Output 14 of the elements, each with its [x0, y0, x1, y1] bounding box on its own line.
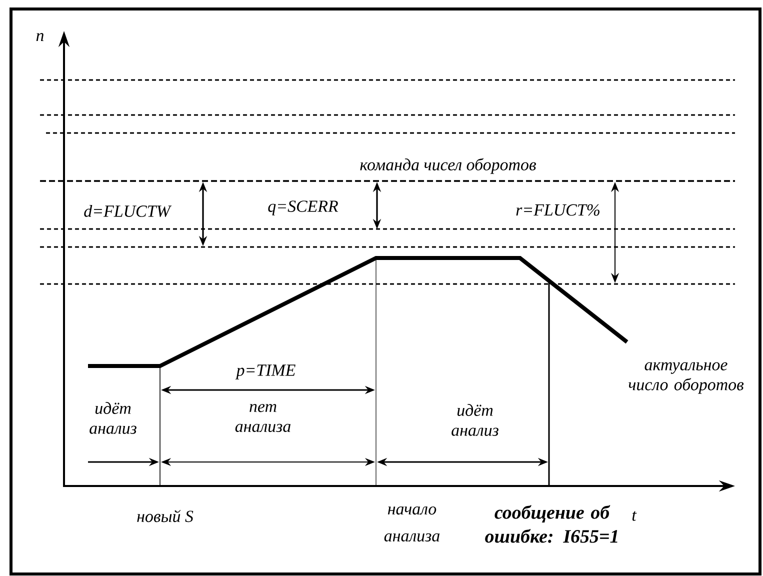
message: сообщение об ошибке: I655=1 [485, 505, 618, 543]
time-label: новый S [137, 510, 194, 522]
dimension-label: q=SCERR [268, 200, 338, 216]
time-label: начало анализа [384, 506, 440, 542]
dimension-label: r=FLUCT% [516, 204, 600, 216]
phase-label: пет анализа [235, 404, 290, 432]
axis-label: n [36, 33, 44, 41]
dimension-label: p=TIME [235, 364, 296, 380]
reference-label: команда чисел оборотов [360, 158, 536, 174]
phase-label: идёт анализ [452, 404, 498, 436]
phase-label: идёт анализ [90, 402, 136, 434]
curve-label: актуальное число оборотов [628, 362, 744, 394]
axis-label: t [632, 511, 637, 521]
dimension-label: d=FLUCTW [84, 205, 172, 217]
